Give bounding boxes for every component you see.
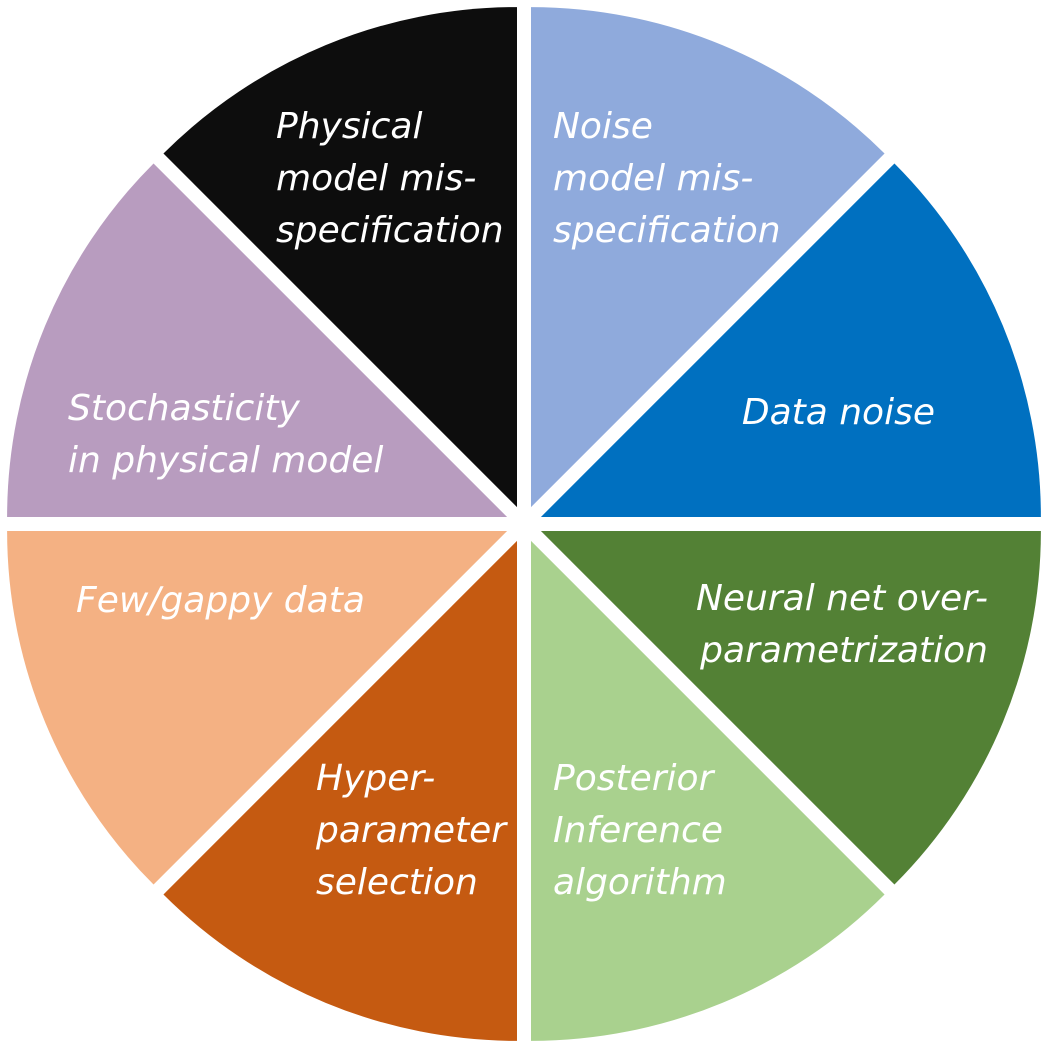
segment-stochasticity-in-physical-model xyxy=(7,163,508,518)
label-line: Inference xyxy=(553,810,723,851)
label-neural-net-overparametrization: Neural net over-parametrization xyxy=(696,578,988,671)
label-line: model mis- xyxy=(276,158,476,199)
label-line: Physical xyxy=(276,106,422,147)
segment-posterior-inference-algorithm xyxy=(531,540,885,1041)
label-line: parametrization xyxy=(699,630,988,671)
label-data-noise: Data noise xyxy=(742,392,935,433)
label-line: Stochasticity xyxy=(68,388,300,429)
label-hyperparameter-selection: Hyper-parameter selection xyxy=(315,758,508,903)
label-few-gappy-data: Few/gappy data xyxy=(76,580,365,621)
label-line: Noise xyxy=(553,106,653,147)
label-line: Hyper- xyxy=(316,758,435,799)
label-line: Posterior xyxy=(553,758,716,799)
label-line: selection xyxy=(316,862,478,903)
segment-neural-net-overparametrization xyxy=(540,531,1041,885)
label-line: specification xyxy=(553,210,781,251)
label-line: Data noise xyxy=(742,392,935,433)
label-line: model mis- xyxy=(553,158,753,199)
label-noise-model-misspecification: Noise model mis-specification xyxy=(553,106,781,251)
segment-physical-model-misspecification xyxy=(163,7,518,508)
label-stochasticity-in-physical-model: Stochasticity in physical model xyxy=(68,388,383,481)
segment-data-noise xyxy=(540,163,1041,518)
label-line: algorithm xyxy=(553,862,727,903)
segment-few-gappy-data xyxy=(7,531,508,885)
segment-hyperparameter-selection xyxy=(163,540,518,1041)
label-line: Few/gappy data xyxy=(76,580,365,621)
label-line: Neural net over- xyxy=(696,578,988,619)
label-line: parameter xyxy=(315,810,508,851)
label-line: specification xyxy=(276,210,504,251)
label-physical-model-misspecification: Physical model mis-specification xyxy=(276,106,504,251)
segment-noise-model-misspecification xyxy=(531,7,885,508)
label-line: in physical model xyxy=(68,440,383,481)
